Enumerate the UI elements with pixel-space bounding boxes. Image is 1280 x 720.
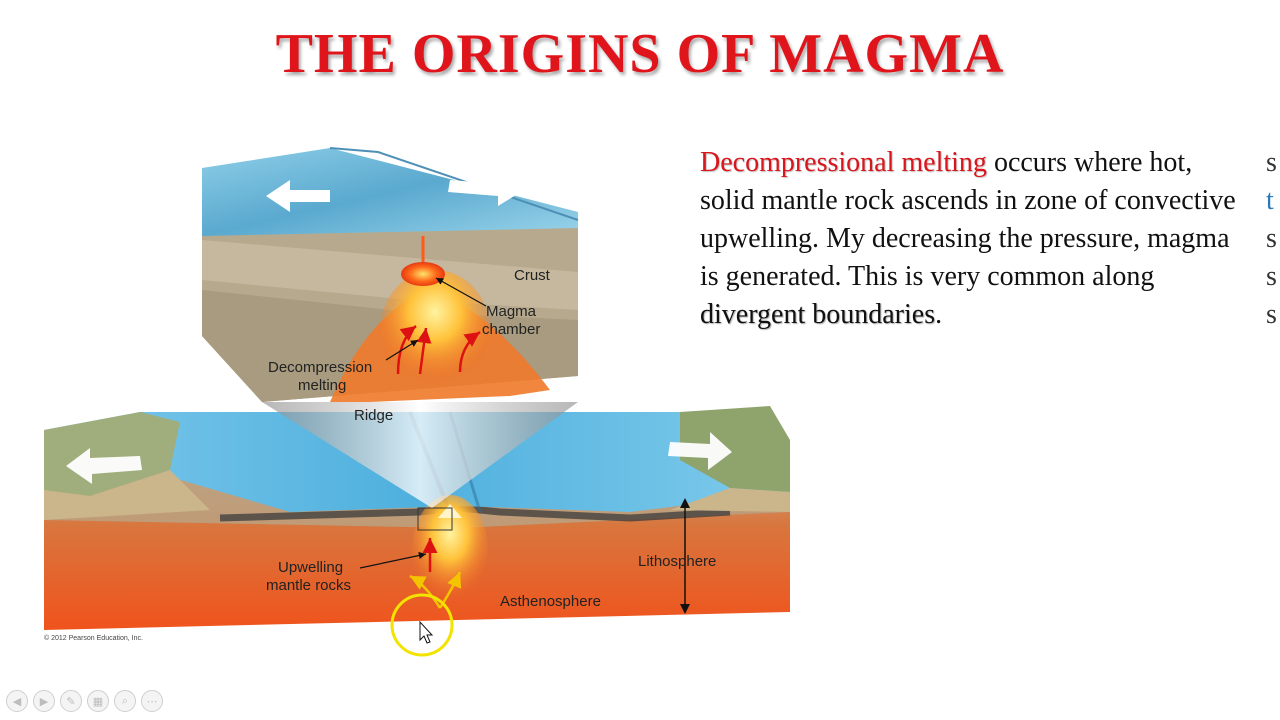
offscreen-text: s t s s s (1266, 144, 1280, 334)
label-lithosphere: Lithosphere (638, 553, 716, 570)
label-decompression: Decompression (268, 359, 372, 376)
zoom-icon: ⌕ (121, 694, 129, 707)
label-upwelling: Upwelling (278, 559, 343, 576)
slides-button[interactable]: ▦ (87, 690, 109, 712)
label-crust: Crust (514, 267, 551, 284)
offscreen-line: t (1266, 185, 1274, 216)
label-upwelling-2: mantle rocks (266, 577, 351, 594)
pen-button[interactable]: ✎ (60, 690, 82, 712)
copyright: © 2012 Pearson Education, Inc. (44, 634, 143, 642)
pen-icon: ✎ (66, 694, 76, 708)
offscreen-line: s (1266, 261, 1277, 292)
label-magma-chamber: Magma (486, 303, 537, 320)
zoom-cone (262, 402, 578, 508)
previous-icon: ◀ (12, 694, 22, 708)
upper-zoom-block (202, 147, 579, 402)
offscreen-line: s (1266, 147, 1277, 178)
presentation-controls: ◀ ▶ ✎ ▦ ⌕ ⋯ (6, 690, 163, 712)
divergent-boundary-diagram: Crust Magma chamber Decompression meltin… (44, 147, 790, 657)
next-icon: ▶ (39, 694, 49, 708)
slides-icon: ▦ (92, 694, 104, 708)
slide-paragraph: Decompressional melting occurs where hot… (700, 144, 1240, 334)
paragraph-end: . (935, 299, 943, 330)
next-button[interactable]: ▶ (33, 690, 55, 712)
term-decompressional-melting: Decompressional melting (700, 147, 987, 178)
offscreen-line: s (1266, 299, 1277, 330)
more-button[interactable]: ⋯ (141, 690, 163, 712)
offscreen-line: s (1266, 223, 1277, 254)
label-ridge: Ridge (354, 407, 393, 424)
paragraph-text: occurs where hot, solid mantle rock asce… (700, 147, 1236, 292)
label-asthenosphere: Asthenosphere (500, 593, 601, 610)
slide-title: THE ORIGINS OF MAGMA (275, 23, 1005, 85)
zoom-button[interactable]: ⌕ (114, 690, 136, 712)
pointer-highlight-ring (390, 593, 454, 657)
previous-button[interactable]: ◀ (6, 690, 28, 712)
label-decompression-2: melting (298, 377, 346, 394)
term-divergent-boundaries: divergent boundaries (700, 299, 936, 330)
cursor-icon (419, 620, 434, 644)
more-icon: ⋯ (146, 694, 158, 708)
label-magma-chamber-2: chamber (482, 321, 540, 338)
magma-chamber (401, 262, 445, 286)
